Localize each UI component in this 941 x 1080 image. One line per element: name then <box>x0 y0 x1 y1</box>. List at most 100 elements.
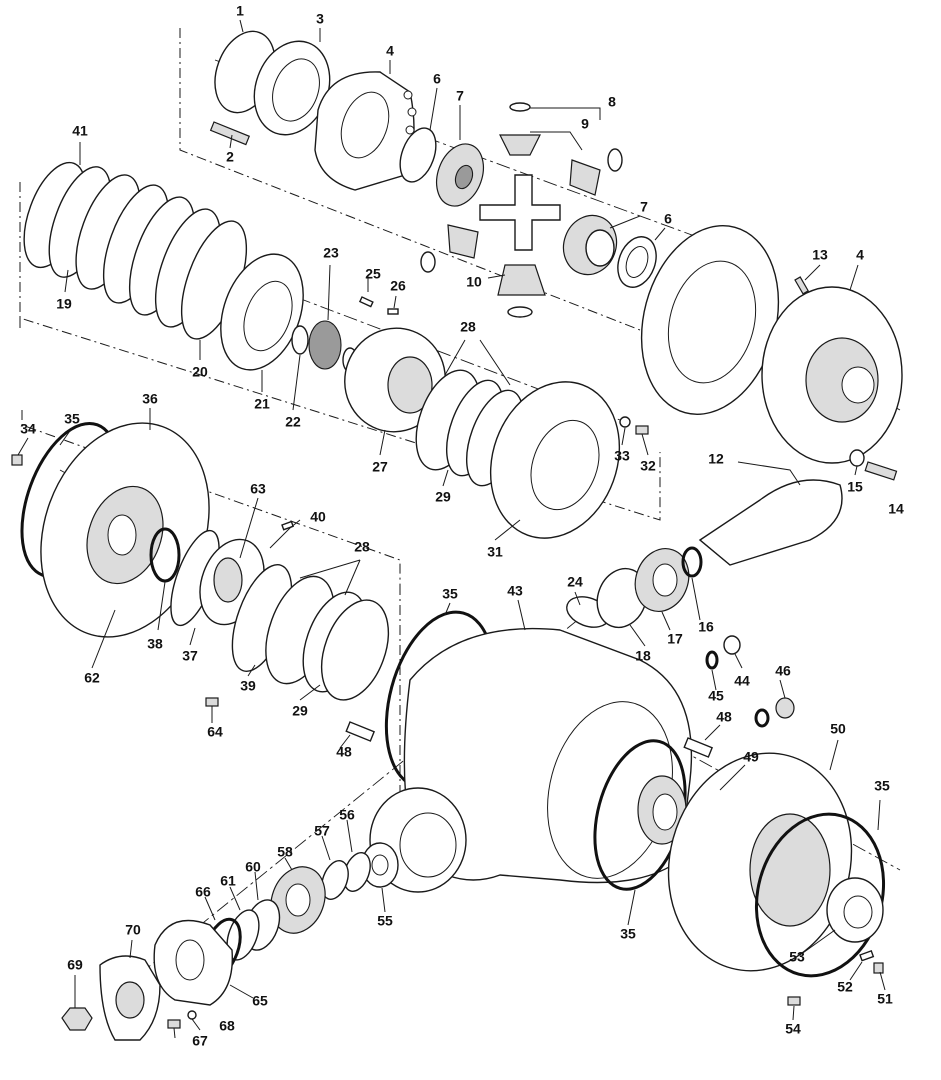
callout-19: 19 <box>56 296 72 312</box>
clip-52 <box>859 949 875 962</box>
callout-63: 63 <box>250 481 266 497</box>
nut-69 <box>61 1007 93 1031</box>
callout-21: 21 <box>254 396 270 412</box>
callout-1: 1 <box>236 3 244 19</box>
pin-48a <box>345 721 376 742</box>
output-flange-group <box>61 842 399 1041</box>
callout-29a: 29 <box>435 489 451 505</box>
callout-15: 15 <box>847 479 863 495</box>
hub-23 <box>308 320 342 370</box>
callout-7b: 7 <box>640 199 648 215</box>
callout-50: 50 <box>830 721 846 737</box>
callout-16: 16 <box>698 619 714 635</box>
left-hub-group <box>11 421 390 707</box>
callout-34: 34 <box>20 421 36 437</box>
bearing-3-inner <box>272 58 320 122</box>
callout-20: 20 <box>192 364 208 380</box>
callout-24: 24 <box>567 574 583 590</box>
bolt-2 <box>209 121 251 146</box>
callout-48b: 48 <box>716 709 732 725</box>
spider-gear-group <box>399 102 657 318</box>
cross-shaft <box>479 174 561 251</box>
callout-41: 41 <box>72 123 88 139</box>
callout-53: 53 <box>789 949 805 965</box>
callout-17: 17 <box>667 631 683 647</box>
callout-37: 37 <box>182 648 198 664</box>
callout-7a: 7 <box>456 88 464 104</box>
callout-22: 22 <box>285 414 301 430</box>
callout-38: 38 <box>147 636 163 652</box>
ring-45b <box>754 708 770 728</box>
washer-33 <box>619 416 631 428</box>
thrust-washer-6a <box>399 127 437 183</box>
bolt-32 <box>635 425 649 435</box>
callout-49: 49 <box>743 749 759 765</box>
callout-29b: 29 <box>292 703 308 719</box>
callout-64: 64 <box>207 724 223 740</box>
callout-60: 60 <box>245 859 261 875</box>
callout-8: 8 <box>608 94 616 110</box>
callout-32: 32 <box>640 458 656 474</box>
shim-22 <box>291 325 309 355</box>
pinion-9c <box>447 224 479 259</box>
bolt-67 <box>167 1019 181 1029</box>
callout-65: 65 <box>252 993 268 1009</box>
pinion-10 <box>497 264 546 296</box>
callout-35a: 35 <box>64 411 80 427</box>
callout-28a: 28 <box>460 319 476 335</box>
callout-28b: 28 <box>354 539 370 555</box>
pin-13 <box>794 276 810 295</box>
right-hub-group <box>667 752 886 1006</box>
pin-40 <box>281 520 295 531</box>
callout-33: 33 <box>614 448 630 464</box>
plug-46 <box>775 697 795 719</box>
callout-57: 57 <box>314 823 330 839</box>
ring-57 <box>321 860 349 900</box>
callout-18: 18 <box>635 648 651 664</box>
callout-35c: 35 <box>620 926 636 942</box>
callout-61: 61 <box>220 873 236 889</box>
bolt-34 <box>11 454 23 466</box>
callout-4a: 4 <box>386 43 394 59</box>
leader-lines <box>17 19 886 1039</box>
callout-14: 14 <box>888 501 904 517</box>
clutch-pack-group <box>23 161 399 373</box>
plug-44 <box>723 635 741 655</box>
callout-2: 2 <box>226 149 234 165</box>
callout-6a: 6 <box>433 71 441 87</box>
callout-70: 70 <box>125 922 141 938</box>
callout-43: 43 <box>507 583 523 599</box>
bolt-64 <box>205 697 219 707</box>
washer-8a <box>509 102 531 112</box>
pinion-9b <box>569 159 601 196</box>
callout-23: 23 <box>323 245 339 261</box>
callout-67: 67 <box>192 1033 208 1049</box>
washer-68 <box>187 1010 197 1020</box>
callout-6b: 6 <box>664 211 672 227</box>
ring-16 <box>681 546 703 578</box>
callout-44: 44 <box>734 673 750 689</box>
callout-58: 58 <box>277 844 293 860</box>
callout-31: 31 <box>487 544 503 560</box>
bolt-54 <box>787 996 801 1006</box>
callout-26: 26 <box>390 278 406 294</box>
pinion-bearing-group <box>566 546 703 629</box>
axle-housing-group <box>345 610 795 893</box>
callout-62: 62 <box>84 670 100 686</box>
ring-45a <box>705 650 719 670</box>
callout-9: 9 <box>581 116 589 132</box>
callout-68: 68 <box>219 1018 235 1034</box>
callout-54: 54 <box>785 1021 801 1037</box>
seal-38 <box>149 527 181 583</box>
washer-15 <box>849 449 865 467</box>
callout-55: 55 <box>377 913 393 929</box>
callout-36: 36 <box>142 391 158 407</box>
callout-3: 3 <box>316 11 324 27</box>
callout-4b: 4 <box>856 247 864 263</box>
drive-pinion-12 <box>698 479 843 566</box>
callout-56: 56 <box>339 807 355 823</box>
callout-39: 39 <box>240 678 256 694</box>
callout-40: 40 <box>310 509 326 525</box>
callout-35b: 35 <box>442 586 458 602</box>
